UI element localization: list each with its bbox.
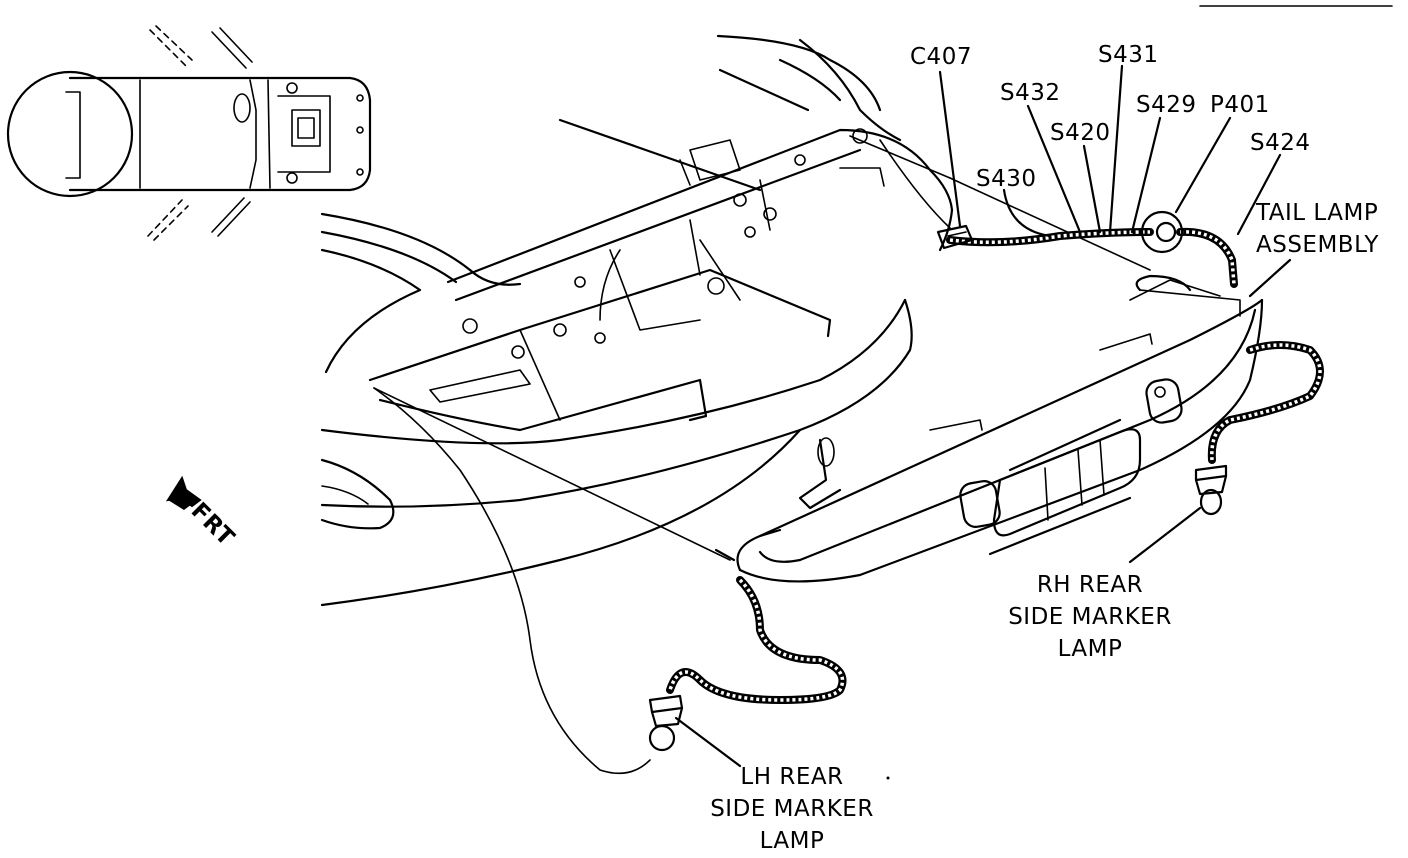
- stray-dot: [886, 776, 890, 780]
- label-rh-marker-line3: LAMP: [1058, 636, 1123, 662]
- harness-thin-lines: [373, 135, 1151, 775]
- vehicle-rear-body: [320, 34, 954, 607]
- label-s424: S424: [1250, 130, 1311, 156]
- label-s430: S430: [976, 166, 1037, 192]
- label-tail-lamp-line1: TAIL LAMP: [1255, 200, 1378, 226]
- rh-side-marker-bulb: [1194, 464, 1228, 516]
- label-tail-lamp-line2: ASSEMBLY: [1256, 232, 1379, 258]
- label-rh-marker-line1: RH REAR: [1037, 572, 1143, 598]
- label-p401: P401: [1210, 92, 1270, 118]
- leader-lines: [674, 64, 1292, 768]
- label-s420: S420: [1050, 120, 1111, 146]
- lh-side-marker-bulb: [648, 694, 684, 752]
- label-lh-marker-line2: SIDE MARKER: [710, 796, 874, 822]
- label-lh-marker-line3: LAMP: [760, 828, 825, 854]
- label-lh-marker-line1: LH REAR: [740, 764, 843, 790]
- connector-p401: [1140, 210, 1184, 254]
- vehicle-top-view-icon: [6, 25, 372, 241]
- label-s429: S429: [1136, 92, 1197, 118]
- label-c407: C407: [910, 44, 972, 70]
- label-rh-marker-line2: SIDE MARKER: [1008, 604, 1172, 630]
- wire-harness: [666, 227, 1324, 704]
- front-direction-arrow-icon: [165, 475, 202, 510]
- label-s432: S432: [1000, 80, 1061, 106]
- connector-c407: [936, 224, 974, 250]
- tail-lamp-assembly: [736, 279, 1264, 583]
- label-s431: S431: [1098, 42, 1159, 68]
